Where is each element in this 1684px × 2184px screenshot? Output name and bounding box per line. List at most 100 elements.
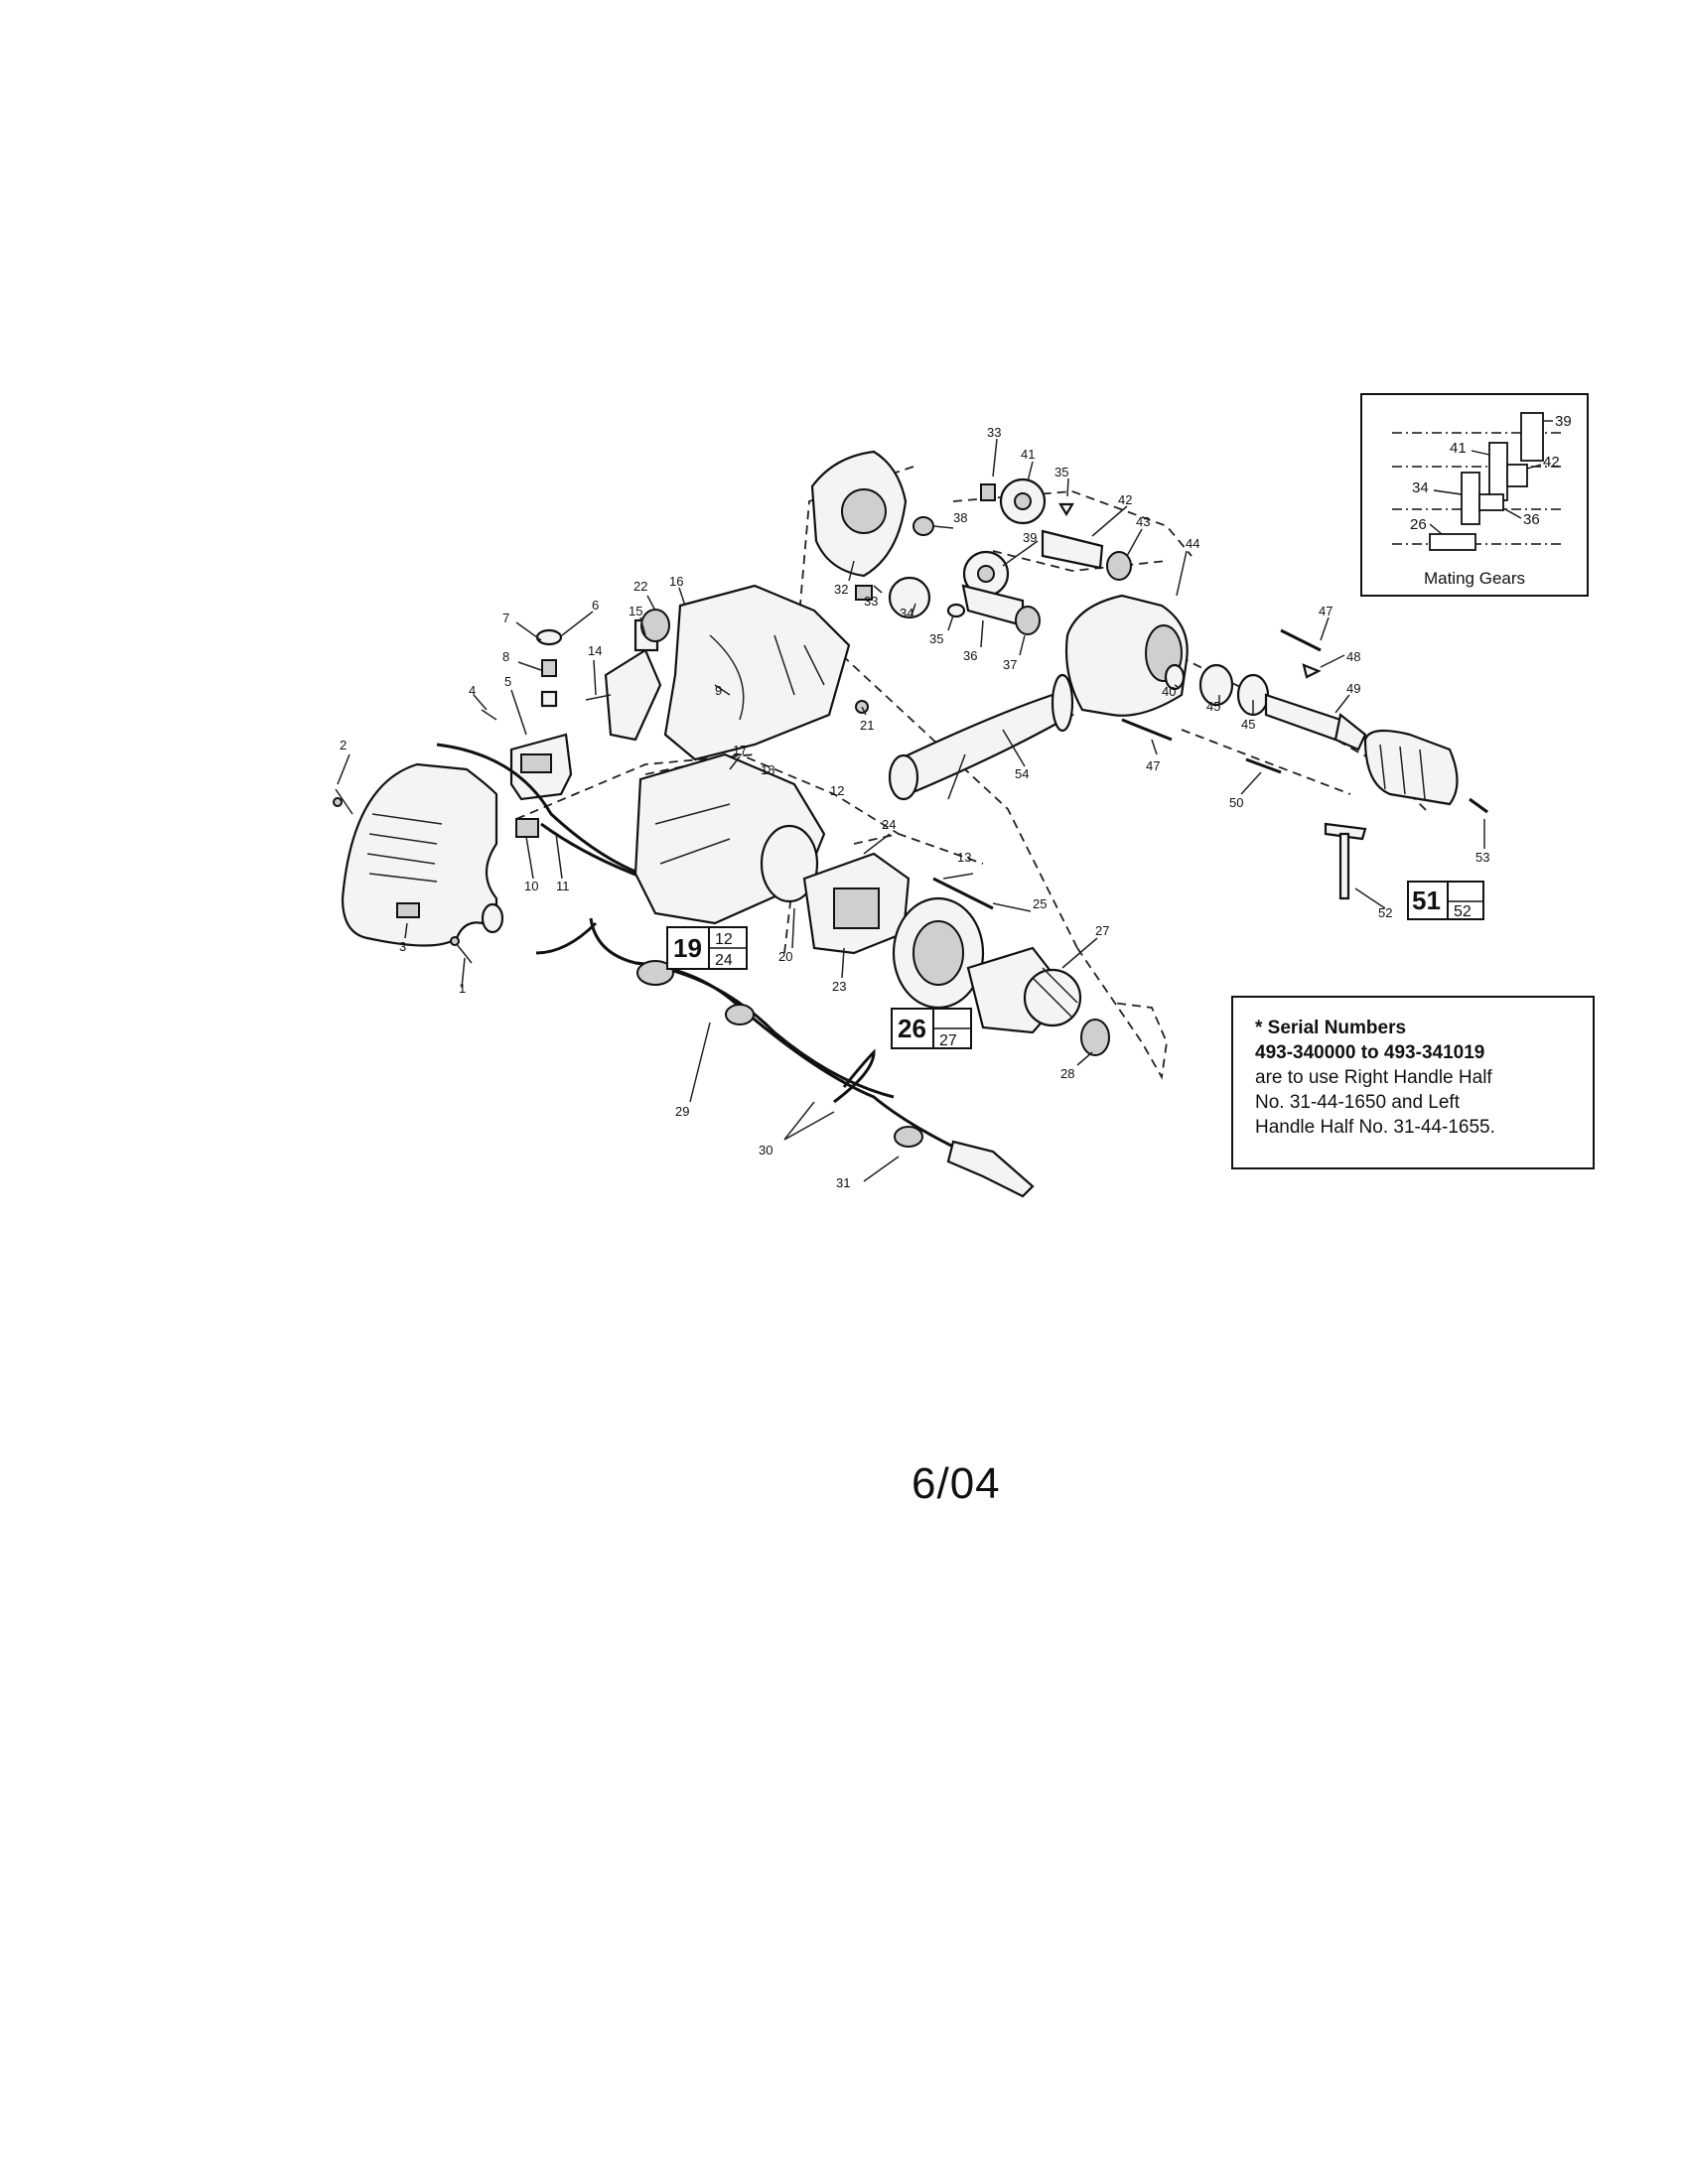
serial-note-title: * Serial Numbers xyxy=(1255,1018,1407,1038)
callout-47a: 47 xyxy=(1319,604,1333,618)
callout-14: 14 xyxy=(588,643,602,658)
gear-41 xyxy=(999,478,1047,525)
callout-36: 36 xyxy=(963,648,977,663)
mating-label-34: 34 xyxy=(1412,479,1429,496)
callout-13: 13 xyxy=(957,850,971,865)
spindle-42 xyxy=(1041,529,1104,570)
callout-12: 12 xyxy=(830,783,844,798)
mating-gears-inset: 39 41 42 34 36 26 Mating Gears xyxy=(1360,393,1589,597)
callout-1: 1 xyxy=(459,981,466,996)
callout-32: 32 xyxy=(834,582,848,597)
spindle-49 xyxy=(1264,693,1367,751)
mating-label-26: 26 xyxy=(1410,516,1427,533)
bearing-28 xyxy=(1080,1019,1110,1056)
leader-lines xyxy=(337,438,1485,1182)
callout-45a: 45 xyxy=(1206,699,1220,714)
callout-47b: 47 xyxy=(1146,758,1160,773)
callout-43: 43 xyxy=(1136,514,1150,529)
chuck-51 xyxy=(1363,729,1459,806)
side-handle-54 xyxy=(888,673,1074,801)
bearing-45a xyxy=(1198,663,1234,707)
callout-5: 5 xyxy=(504,674,511,689)
screw-2 xyxy=(333,788,353,815)
callout-23: 23 xyxy=(832,979,846,994)
callout-28: 28 xyxy=(1060,1066,1074,1081)
callout-11: 11 xyxy=(556,879,570,893)
mating-label-42: 42 xyxy=(1543,454,1560,471)
field-23 xyxy=(802,852,911,955)
serial-note-line-1: are to use Right Handle Half xyxy=(1255,1067,1492,1088)
callout-3: 3 xyxy=(399,939,406,954)
kit-19-top: 12 xyxy=(715,931,733,948)
callout-24: 24 xyxy=(882,817,896,832)
callout-35b: 35 xyxy=(929,631,943,646)
kit-26-main: 26 xyxy=(898,1014,926,1043)
gear-case-44 xyxy=(1064,594,1189,717)
callout-54: 54 xyxy=(1015,766,1029,781)
switch-5 xyxy=(509,733,573,801)
callout-37: 37 xyxy=(1003,657,1017,672)
callout-39: 39 xyxy=(1023,530,1037,545)
callout-2: 2 xyxy=(340,738,347,752)
mating-gears-caption: Mating Gears xyxy=(1423,569,1526,588)
bearing-33b xyxy=(855,585,873,601)
kit-51-bottom: 52 xyxy=(1454,903,1472,920)
bearing-33a xyxy=(980,483,996,501)
serial-note-range: 493-340000 to 493-341019 xyxy=(1255,1042,1485,1063)
right-handle-half xyxy=(640,584,869,761)
callout-48: 48 xyxy=(1346,649,1360,664)
screw-1 xyxy=(450,936,473,964)
part-6-7-8 xyxy=(481,628,563,721)
callout-29: 29 xyxy=(675,1104,689,1119)
callout-10: 10 xyxy=(524,879,538,893)
callout-34: 34 xyxy=(900,606,913,620)
callout-38: 38 xyxy=(953,510,967,525)
motor-housing xyxy=(633,752,826,925)
kit-19-bottom: 24 xyxy=(715,952,733,969)
screw-13 xyxy=(932,877,994,910)
callout-16: 16 xyxy=(669,574,683,589)
kit-51-main: 51 xyxy=(1412,886,1441,915)
screw-53 xyxy=(1469,797,1488,814)
kit-26-bottom: 27 xyxy=(939,1032,957,1049)
terminal-10 xyxy=(515,818,539,838)
callout-18: 18 xyxy=(761,762,774,777)
callout-20: 20 xyxy=(778,949,792,964)
key-35b xyxy=(946,603,966,618)
bearing-40 xyxy=(1164,663,1186,691)
bearing-43 xyxy=(1106,551,1132,581)
callout-21: 21 xyxy=(860,718,874,733)
callout-33b: 33 xyxy=(864,594,878,609)
kit-callout-51: 51 52 xyxy=(1407,881,1484,920)
callout-9: 9 xyxy=(715,683,722,698)
callout-27: 27 xyxy=(1095,923,1109,938)
baffle-25 xyxy=(892,896,985,1010)
mating-label-41: 41 xyxy=(1450,440,1467,457)
key-48 xyxy=(1302,663,1322,679)
callout-7: 7 xyxy=(502,611,509,625)
callout-15: 15 xyxy=(629,604,642,618)
callout-numbers: 1 2 3 4 5 6 7 8 9 10 11 12 13 14 15 16 1… xyxy=(340,425,1489,1190)
kit-callout-26: 26 27 xyxy=(891,1008,972,1049)
callout-40: 40 xyxy=(1162,684,1176,699)
callout-31: 31 xyxy=(836,1175,850,1190)
callout-8: 8 xyxy=(502,649,509,664)
callout-4: 4 xyxy=(469,683,476,698)
gear-34 xyxy=(888,576,931,619)
key-35a xyxy=(1058,502,1074,517)
date-code: 6/04 xyxy=(912,1459,1001,1508)
screw-47b xyxy=(1121,718,1173,742)
serial-note-line-2: No. 31-44-1650 and Left xyxy=(1255,1092,1460,1113)
gear-39 xyxy=(962,550,1010,598)
mating-label-36: 36 xyxy=(1523,511,1540,528)
callout-42: 42 xyxy=(1118,492,1132,507)
bearing-38 xyxy=(912,516,934,536)
callout-49: 49 xyxy=(1346,681,1360,696)
callout-52: 52 xyxy=(1378,905,1392,920)
armature-27 xyxy=(966,946,1082,1034)
callout-17: 17 xyxy=(733,743,747,757)
left-handle-half xyxy=(341,762,504,947)
callout-22: 22 xyxy=(633,579,647,594)
gear-case-cover-32 xyxy=(810,450,908,578)
